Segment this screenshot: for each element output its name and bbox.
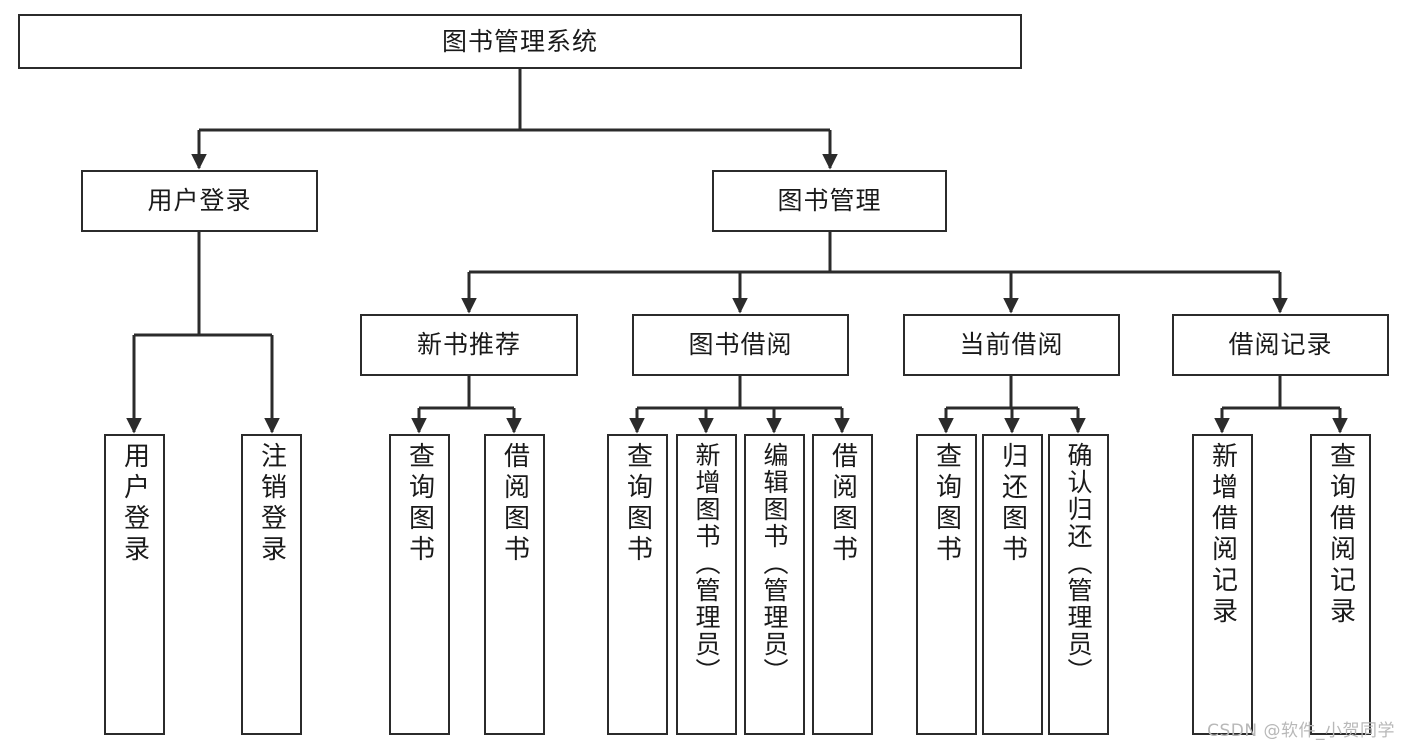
leaf-add-borrow-record[interactable]: 新增借阅记录: [1192, 434, 1253, 735]
node-user-login[interactable]: 用户登录: [81, 170, 318, 232]
leaf-logout-label: 注销登录: [256, 442, 287, 566]
node-book-borrow[interactable]: 图书借阅: [632, 314, 849, 376]
leaf-confirm-return-admin-label: 确认归还（管理员）: [1064, 442, 1093, 685]
leaf-borrow-book-borrow[interactable]: 借阅图书: [812, 434, 873, 735]
node-borrow-record[interactable]: 借阅记录: [1172, 314, 1389, 376]
leaf-user-login-label: 用户登录: [119, 442, 150, 566]
node-current-borrow-label: 当前借阅: [959, 330, 1064, 360]
leaf-edit-book-admin-label: 编辑图书（管理员）: [760, 442, 789, 685]
node-book-manage-label: 图书管理: [777, 186, 882, 216]
leaf-return-book-label: 归还图书: [997, 442, 1028, 566]
leaf-query-borrow-record-label: 查询借阅记录: [1325, 442, 1356, 628]
leaf-query-book-current[interactable]: 查询图书: [916, 434, 977, 735]
leaf-query-book-borrow-label: 查询图书: [622, 442, 653, 566]
node-borrow-record-label: 借阅记录: [1228, 330, 1333, 360]
leaf-edit-book-admin[interactable]: 编辑图书（管理员）: [744, 434, 805, 735]
node-book-borrow-label: 图书借阅: [688, 330, 793, 360]
leaf-query-book-new-book-label: 查询图书: [404, 442, 435, 566]
node-user-login-label: 用户登录: [147, 186, 252, 216]
node-root-label: 图书管理系统: [441, 26, 598, 56]
csdn-watermark: CSDN @软件_小贺同学: [1207, 721, 1395, 741]
leaf-add-borrow-record-label: 新增借阅记录: [1207, 442, 1238, 628]
leaf-return-book[interactable]: 归还图书: [982, 434, 1043, 735]
node-new-book-recommendation[interactable]: 新书推荐: [360, 314, 578, 376]
leaf-user-login[interactable]: 用户登录: [104, 434, 165, 735]
leaf-query-book-current-label: 查询图书: [931, 442, 962, 566]
node-book-manage[interactable]: 图书管理: [712, 170, 947, 232]
node-new-book-recommendation-label: 新书推荐: [416, 330, 521, 360]
leaf-query-book-new-book[interactable]: 查询图书: [389, 434, 450, 735]
leaf-query-borrow-record[interactable]: 查询借阅记录: [1310, 434, 1371, 735]
node-current-borrow[interactable]: 当前借阅: [903, 314, 1120, 376]
leaf-confirm-return-admin[interactable]: 确认归还（管理员）: [1048, 434, 1109, 735]
leaf-query-book-borrow[interactable]: 查询图书: [607, 434, 668, 735]
leaf-borrow-book-new-book[interactable]: 借阅图书: [484, 434, 545, 735]
node-root[interactable]: 图书管理系统: [18, 14, 1022, 69]
leaf-add-book-admin-label: 新增图书（管理员）: [692, 442, 721, 685]
leaf-borrow-book-borrow-label: 借阅图书: [827, 442, 858, 566]
leaf-borrow-book-new-book-label: 借阅图书: [499, 442, 530, 566]
leaf-logout[interactable]: 注销登录: [241, 434, 302, 735]
leaf-add-book-admin[interactable]: 新增图书（管理员）: [676, 434, 737, 735]
